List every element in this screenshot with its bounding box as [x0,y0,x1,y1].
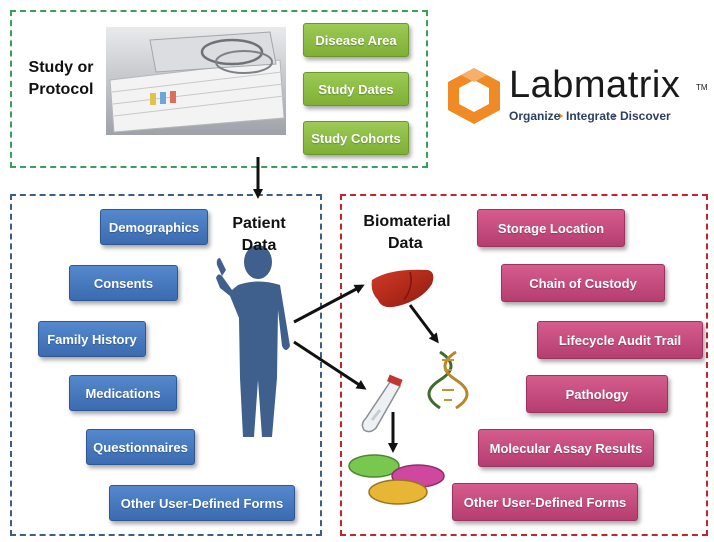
tag-chain-of-custody: Chain of Custody [501,264,665,302]
tag-medications: Medications [69,375,177,411]
biomaterial-title-line2: Data [388,235,423,252]
labmatrix-logo-icon [448,68,500,124]
tag-consents: Consents [69,265,178,301]
person-silhouette [216,245,290,437]
tag-pathology: Pathology [526,375,668,413]
study-title-line1: Study or [28,59,94,76]
logo-tagline-organize: Organize [509,109,561,123]
tag-lifecycle-audit-trail: Lifecycle Audit Trail [537,321,703,359]
patient-data-panel [10,194,322,536]
logo-tagline-integrate: Integrate [566,109,617,123]
tag-demographics: Demographics [100,209,208,245]
dna-helix-icon [427,350,469,410]
patient-title: Patient Data [222,213,296,257]
arrow-liver-to-dna [408,304,439,344]
logo-tm: TM [696,83,708,92]
arrow-patient-to-liver [293,284,365,324]
patient-title-line2: Data [241,237,277,254]
tag-questionnaires: Questionnaires [86,429,195,465]
study-protocol-panel [10,10,428,168]
biomaterial-title-line1: Biomaterial [363,213,451,230]
arrows [253,157,439,453]
petri-dishes-icon [348,454,445,505]
tag-study-dates: Study Dates [303,72,409,106]
tag-disease-area: Disease Area [303,23,409,57]
study-title: Study or Protocol [20,57,102,101]
logo-tagline-discover: Discover [620,109,671,123]
patient-title-line1: Patient [232,215,286,232]
binder-photo [106,27,286,135]
tag-biomaterial-other-forms: Other User-Defined Forms [452,483,638,521]
tag-study-cohorts: Study Cohorts [303,121,409,155]
biomaterial-title: Biomaterial Data [352,211,462,255]
arrow-patient-to-tube [293,340,367,390]
tag-patient-other-forms: Other User-Defined Forms [109,485,295,521]
liver-icon [371,269,434,308]
biomaterial-data-panel [340,194,708,536]
logo-name: Labmatrix [509,64,681,106]
study-title-line2: Protocol [28,81,94,98]
tag-family-history: Family History [38,321,146,357]
tagline-arrows [559,113,617,119]
test-tube-icon [361,374,403,433]
tag-molecular-assay-results: Molecular Assay Results [478,429,654,467]
tag-storage-location: Storage Location [477,209,625,247]
